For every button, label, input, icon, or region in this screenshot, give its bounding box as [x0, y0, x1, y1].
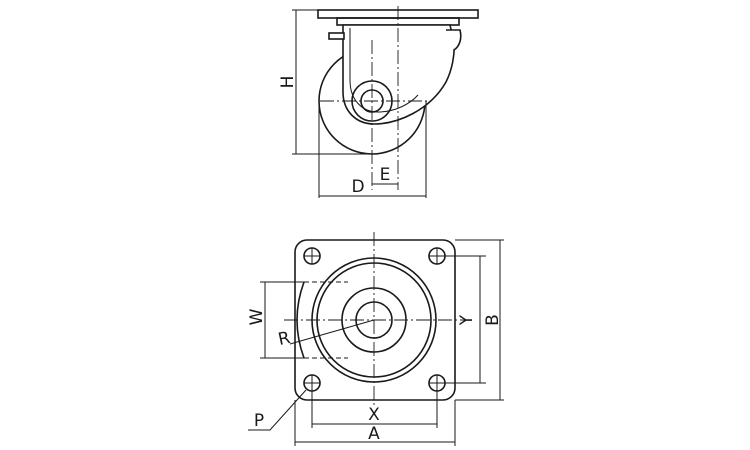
dim-d-label: D: [351, 177, 364, 197]
side-fork-edge: [349, 28, 419, 113]
side-fork-tab: [328, 32, 345, 40]
side-view: H E D: [278, 6, 479, 198]
side-fork-arm: [446, 29, 462, 51]
dim-b-label: B: [483, 314, 503, 326]
bolt-holes: [303, 247, 446, 392]
dim-x-label: X: [368, 405, 380, 425]
dim-a-label: A: [368, 424, 380, 444]
dim-y-label: Y: [457, 314, 477, 326]
dim-r-leader: [289, 319, 375, 345]
top-view: W R Y B X A P: [247, 232, 504, 446]
dim-w-label: W: [247, 308, 267, 325]
dim-e-label: E: [380, 165, 391, 185]
dim-p-label: P: [254, 411, 264, 431]
side-fork-bracket: [342, 24, 455, 125]
dim-r-label: R: [276, 328, 292, 350]
dim-p-leader: [248, 389, 307, 431]
dim-h-label: H: [278, 76, 298, 89]
